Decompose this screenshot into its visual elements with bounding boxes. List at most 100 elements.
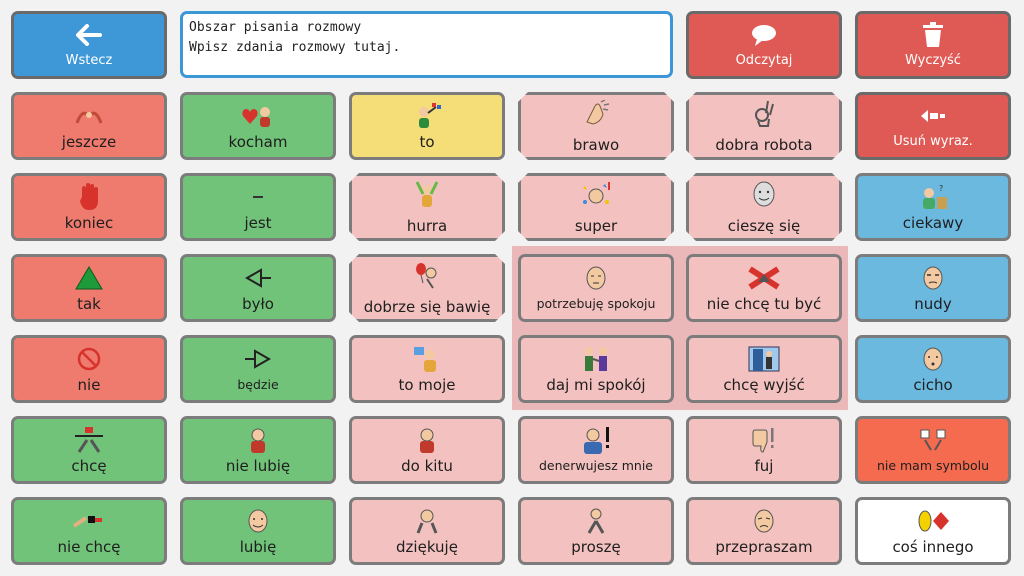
speech-bubble-icon (689, 20, 839, 50)
mine-person-icon (352, 344, 502, 374)
cell-potrzebuje-spokoju[interactable]: potrzebuję spokoju (518, 254, 674, 322)
cell-nie-mam-symbolu[interactable]: nie mam symbolu (855, 416, 1011, 484)
cell-label: dziękuję (396, 538, 458, 556)
cell-label: potrzebuję spokoju (536, 296, 656, 311)
cell-label: denerwujesz mnie (539, 458, 653, 473)
cell-label: nie lubię (225, 457, 291, 475)
person-pointing-icon (352, 101, 502, 131)
cell-label: lubię (239, 538, 277, 556)
clear-label: Wyczyść (905, 53, 961, 68)
cell-label: nie (77, 376, 101, 394)
cell-chce-wyjsc[interactable]: chcę wyjść (686, 335, 842, 403)
dislike-person-icon (183, 425, 333, 455)
delete-word-label: Usuń wyraz. (893, 134, 973, 149)
past-arrow-icon (183, 263, 333, 293)
cell-label: to moje (398, 376, 456, 394)
curious-person-icon: ? (858, 182, 1008, 212)
cell-ciesze-sie[interactable]: cieszę się (686, 173, 842, 241)
cell-fuj[interactable]: fuj (686, 416, 842, 484)
speak-label: Odczytaj (735, 53, 793, 68)
svg-text:?: ? (939, 184, 943, 193)
upset-person-icon (352, 425, 502, 455)
cell-cos-innego[interactable]: coś innego (855, 497, 1011, 565)
back-label: Wstecz (65, 53, 113, 68)
backspace-icon (858, 101, 1008, 131)
cell-lubie[interactable]: lubię (180, 497, 336, 565)
cell-label: jest (244, 214, 272, 232)
cell-nie-lubie[interactable]: nie lubię (180, 416, 336, 484)
cell-cicho[interactable]: cicho (855, 335, 1011, 403)
cell-label: tak (77, 295, 101, 313)
cell-nie-chce[interactable]: nie chcę (11, 497, 167, 565)
cell-jeszcze[interactable]: jeszcze (11, 92, 167, 160)
cell-label: super (574, 217, 618, 235)
cell-label: ciekawy (902, 214, 964, 232)
cell-label: jeszcze (61, 133, 117, 151)
cell-label: fuj (754, 457, 774, 475)
cell-label: cicho (913, 376, 953, 394)
cell-jest[interactable]: jest (180, 173, 336, 241)
cell-label: cieszę się (727, 217, 801, 235)
want-hands-icon (14, 425, 164, 455)
cell-ciekawy[interactable]: ? ciekawy (855, 173, 1011, 241)
cell-nie[interactable]: nie (11, 335, 167, 403)
message-line-1: Obszar pisania rozmowy (189, 20, 362, 35)
cell-denerwujesz-mnie[interactable]: denerwujesz mnie (518, 416, 674, 484)
cell-label: było (242, 295, 274, 313)
thank-you-icon (352, 506, 502, 536)
shapes-icon (858, 506, 1008, 536)
message-line-2: Wpisz zdania rozmowy tutaj. (189, 40, 401, 55)
refuse-hands-icon (14, 506, 164, 536)
cell-label: przepraszam (715, 538, 813, 556)
door-exit-icon (689, 344, 839, 374)
cell-label: nie mam symbolu (876, 458, 990, 473)
ok-hand-icon (686, 98, 842, 128)
cell-dobra-robota[interactable]: dobra robota (686, 92, 842, 160)
angry-person-icon (521, 425, 671, 455)
clapping-hands-icon (518, 98, 674, 128)
cell-label: nudy (914, 295, 952, 313)
cell-daj-mi-spokoj[interactable]: daj mi spokój (518, 335, 674, 403)
back-button[interactable]: Wstecz (11, 11, 167, 79)
cell-nie-chce-tu-byc[interactable]: nie chcę tu być (686, 254, 842, 322)
cell-dziekuje[interactable]: dziękuję (349, 497, 505, 565)
calm-face-icon (521, 263, 671, 293)
red-x-icon (689, 263, 839, 293)
cell-prosze[interactable]: proszę (518, 497, 674, 565)
cell-dobrze-sie-bawie[interactable]: dobrze się bawię (349, 254, 505, 322)
cell-label: chcę (71, 457, 107, 475)
cell-do-kitu[interactable]: do kitu (349, 416, 505, 484)
delete-word-button[interactable]: Usuń wyraz. (855, 92, 1011, 160)
stop-hand-icon (14, 182, 164, 212)
cell-bylo[interactable]: było (180, 254, 336, 322)
cell-to[interactable]: to (349, 92, 505, 160)
cell-label: brawo (572, 136, 620, 154)
cell-brawo[interactable]: brawo (518, 92, 674, 160)
cell-label: daj mi spokój (546, 376, 646, 394)
cell-koniec[interactable]: koniec (11, 173, 167, 241)
arrow-left-icon (14, 20, 164, 50)
cell-przepraszam[interactable]: przepraszam (686, 497, 842, 565)
message-area[interactable]: Obszar pisania rozmowy Wpisz zdania rozm… (180, 11, 673, 78)
cell-chce[interactable]: chcę (11, 416, 167, 484)
cell-label: nie chcę (57, 538, 121, 556)
cell-label: chcę wyjść (723, 376, 805, 394)
cell-tak[interactable]: tak (11, 254, 167, 322)
party-person-icon (349, 260, 505, 290)
trash-icon (858, 20, 1008, 50)
cell-hurra[interactable]: hurra (349, 173, 505, 241)
cell-label: to (419, 133, 435, 151)
cell-label: dobra robota (715, 136, 813, 154)
cell-super[interactable]: super (518, 173, 674, 241)
no-symbol-icon (858, 425, 1008, 455)
cell-label: nie chcę tu być (706, 295, 822, 313)
two-people-icon (521, 344, 671, 374)
cell-to-moje[interactable]: to moje (349, 335, 505, 403)
please-hands-icon (521, 506, 671, 536)
cell-nudy[interactable]: nudy (855, 254, 1011, 322)
cell-label: hurra (406, 217, 448, 235)
cell-bedzie[interactable]: będzie (180, 335, 336, 403)
clear-button[interactable]: Wyczyść (855, 11, 1011, 79)
speak-button[interactable]: Odczytaj (686, 11, 842, 79)
cell-kocham[interactable]: kocham (180, 92, 336, 160)
